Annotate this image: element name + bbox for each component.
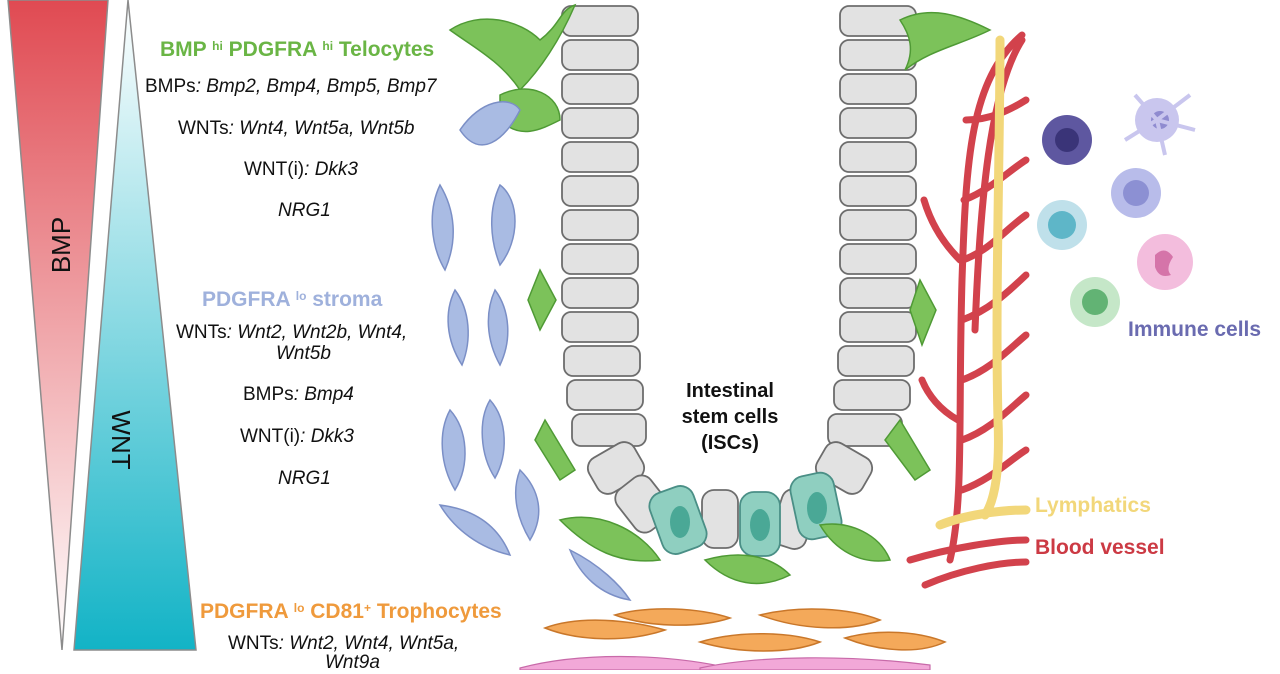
lymphatics-label: Lymphatics: [1035, 494, 1151, 517]
isc-label: Intestinal stem cells (ISCs): [670, 378, 790, 456]
immune-cells-label: Immune cells: [1128, 318, 1262, 341]
line-prefix: WNTs: [228, 633, 279, 654]
line-genes: Wnt5b: [276, 343, 331, 364]
stroma-title: PDGFRA lo stroma: [202, 288, 382, 312]
trophocytes-title-sup: lo: [293, 601, 305, 615]
stroma-title-part: PDGFRA: [202, 288, 290, 311]
line-prefix: BMPs: [145, 76, 196, 97]
line-genes: : Dkk3: [304, 159, 358, 180]
line-genes: : Wnt4, Wnt5a, Wnt5b: [228, 118, 415, 139]
stroma-title-part: stroma: [312, 288, 383, 311]
stroma-title-sup: lo: [295, 289, 307, 303]
isc-label-line: (ISCs): [701, 432, 759, 454]
telocytes-title-sup: hi: [322, 39, 334, 53]
line-prefix: WNT(i): [240, 426, 301, 447]
line-prefix: WNTs: [176, 322, 227, 343]
immune-cells: [1037, 93, 1196, 327]
trophocytes-wnts-line-cont: Wnt9a: [325, 652, 380, 674]
line-genes: : Wnt2, Wnt4, Wnt5a,: [278, 633, 460, 654]
line-genes: : Bmp4: [293, 384, 354, 405]
wnt-gradient-label: WNT: [106, 410, 136, 469]
telocytes-title-part: PDGFRA: [228, 38, 317, 61]
lymphatic-vessel: [935, 35, 1031, 530]
line-genes: : Dkk3: [300, 426, 354, 447]
telocytes-title-part: BMP: [160, 38, 207, 61]
isc-label-line: Intestinal: [686, 380, 774, 402]
stroma-wnti-line: WNT(i): Dkk3: [240, 426, 354, 448]
stroma-cells: [431, 101, 632, 602]
stroma-nrg1-line: NRG1: [278, 468, 331, 490]
line-genes: : Bmp2, Bmp4, Bmp5, Bmp7: [195, 76, 437, 97]
line-prefix: WNTs: [178, 118, 229, 139]
trophocytes-wnts-line: WNTs: Wnt2, Wnt4, Wnt5a,: [228, 633, 459, 655]
trophocytes-title-part: CD81: [310, 600, 364, 623]
crypt-epithelium: [561, 5, 917, 550]
wnt-gradient-triangle: [73, 0, 197, 651]
telocytes-wnts-line: WNTs: Wnt4, Wnt5a, Wnt5b: [178, 118, 415, 140]
stroma-bmps-line: BMPs: Bmp4: [243, 384, 354, 406]
trophocytes-title-sup: +: [363, 601, 371, 615]
bmp-gradient-label: BMP: [46, 217, 76, 273]
blood-vessel-label: Blood vessel: [1035, 536, 1165, 559]
bmp-gradient-triangle: [7, 0, 109, 651]
telocytes-bmps-line: BMPs: Bmp2, Bmp4, Bmp5, Bmp7: [145, 76, 436, 98]
trophocytes-title-part: PDGFRA: [200, 600, 288, 623]
isc-label-line: stem cells: [681, 406, 779, 428]
telocytes-title: BMP hi PDGFRA hi Telocytes: [160, 38, 434, 62]
stroma-wnts-line-cont: Wnt5b: [276, 343, 331, 365]
telocytes-title-sup: hi: [212, 39, 223, 53]
telocytes-nrg1-line: NRG1: [278, 200, 331, 222]
trophocytes-title: PDGFRA lo CD81+ Trophocytes: [200, 600, 502, 624]
stroma-wnts-line: WNTs: Wnt2, Wnt2b, Wnt4,: [176, 322, 407, 344]
stem-cells: [648, 471, 843, 557]
telocytes-wnti-line: WNT(i): Dkk3: [244, 159, 358, 181]
lower-stromal-cells: [519, 655, 931, 670]
trophocytes: [542, 608, 947, 652]
telocytes-title-part: Telocytes: [338, 38, 435, 61]
line-genes: Wnt9a: [325, 652, 380, 673]
trophocytes-title-part: Trophocytes: [376, 600, 502, 623]
line-prefix: BMPs: [243, 384, 294, 405]
telocytes: [448, 3, 992, 585]
line-prefix: WNT(i): [244, 159, 305, 180]
line-genes: NRG1: [278, 468, 331, 489]
line-genes: NRG1: [278, 200, 331, 221]
line-genes: : Wnt2, Wnt2b, Wnt4,: [226, 322, 408, 343]
